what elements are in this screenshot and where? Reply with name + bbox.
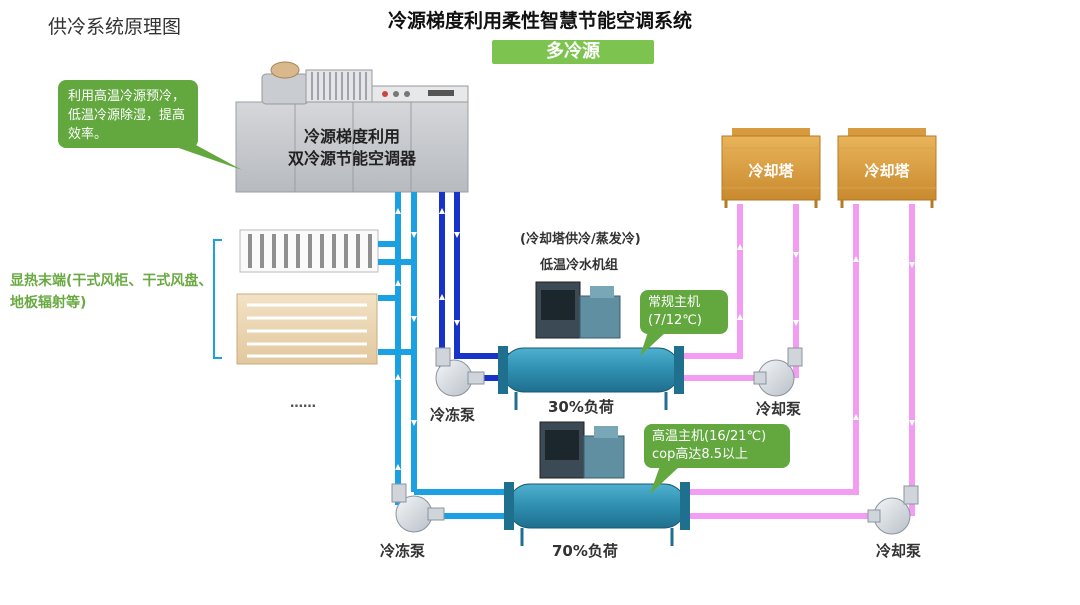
chilled-pump-upper bbox=[435, 347, 485, 397]
cooling-tower-right-label: 冷却塔 bbox=[864, 162, 910, 180]
low-temp-chiller-title: 低温冷水机组 bbox=[540, 258, 619, 273]
chilled-pump-lower bbox=[391, 483, 445, 533]
lower-chiller-load: 70%负荷 bbox=[552, 542, 618, 560]
cooling-tower-left-label: 冷却塔 bbox=[748, 162, 794, 180]
upper-chiller bbox=[498, 281, 684, 410]
cooling-pump-lower-label: 冷却泵 bbox=[876, 542, 922, 560]
cooling-pump-upper-label: 冷却泵 bbox=[756, 400, 802, 418]
subtitle-bar: 多冷源 bbox=[492, 40, 654, 64]
radiator-terminal bbox=[239, 229, 379, 273]
terminal-label: 显热末端(干式风柜、干式风盘、地板辐射等) bbox=[10, 273, 213, 311]
chilled-pump-upper-label: 冷冻泵 bbox=[430, 406, 476, 424]
cooling-pump-upper bbox=[753, 347, 803, 397]
cooling-pump-lower bbox=[867, 485, 919, 535]
ahu-label-line2: 双冷源节能空调器 bbox=[287, 149, 416, 168]
corner-title: 供冷系统原理图 bbox=[48, 16, 182, 38]
normal-chiller-callout: 常规主机 (7/12℃) bbox=[640, 290, 728, 334]
high-chiller-callout-pointer bbox=[650, 466, 680, 494]
low-temp-chiller-note: (冷却塔供冷/蒸发冷) bbox=[520, 232, 641, 247]
ahu-unit bbox=[235, 61, 469, 193]
terminal-ellipsis: …… bbox=[290, 396, 316, 411]
cooling-tower-left bbox=[721, 128, 821, 208]
chilled-pump-lower-label: 冷冻泵 bbox=[380, 542, 426, 560]
upper-chiller-load: 30%负荷 bbox=[548, 398, 614, 416]
floor-panel-terminal bbox=[236, 293, 378, 365]
normal-chiller-callout-pointer bbox=[640, 332, 666, 356]
ahu-callout: 利用高温冷源预冷，低温冷源除湿，提高效率。 bbox=[58, 80, 198, 148]
terminal-bracket bbox=[213, 239, 222, 359]
cooling-tower-right bbox=[837, 128, 937, 208]
main-title: 冷源梯度利用柔性智慧节能空调系统 bbox=[387, 10, 692, 32]
ahu-label-line1: 冷源梯度利用 bbox=[303, 127, 400, 146]
lower-chiller bbox=[504, 421, 690, 546]
high-chiller-callout: 高温主机(16/21℃) cop高达8.5以上 bbox=[644, 424, 790, 468]
